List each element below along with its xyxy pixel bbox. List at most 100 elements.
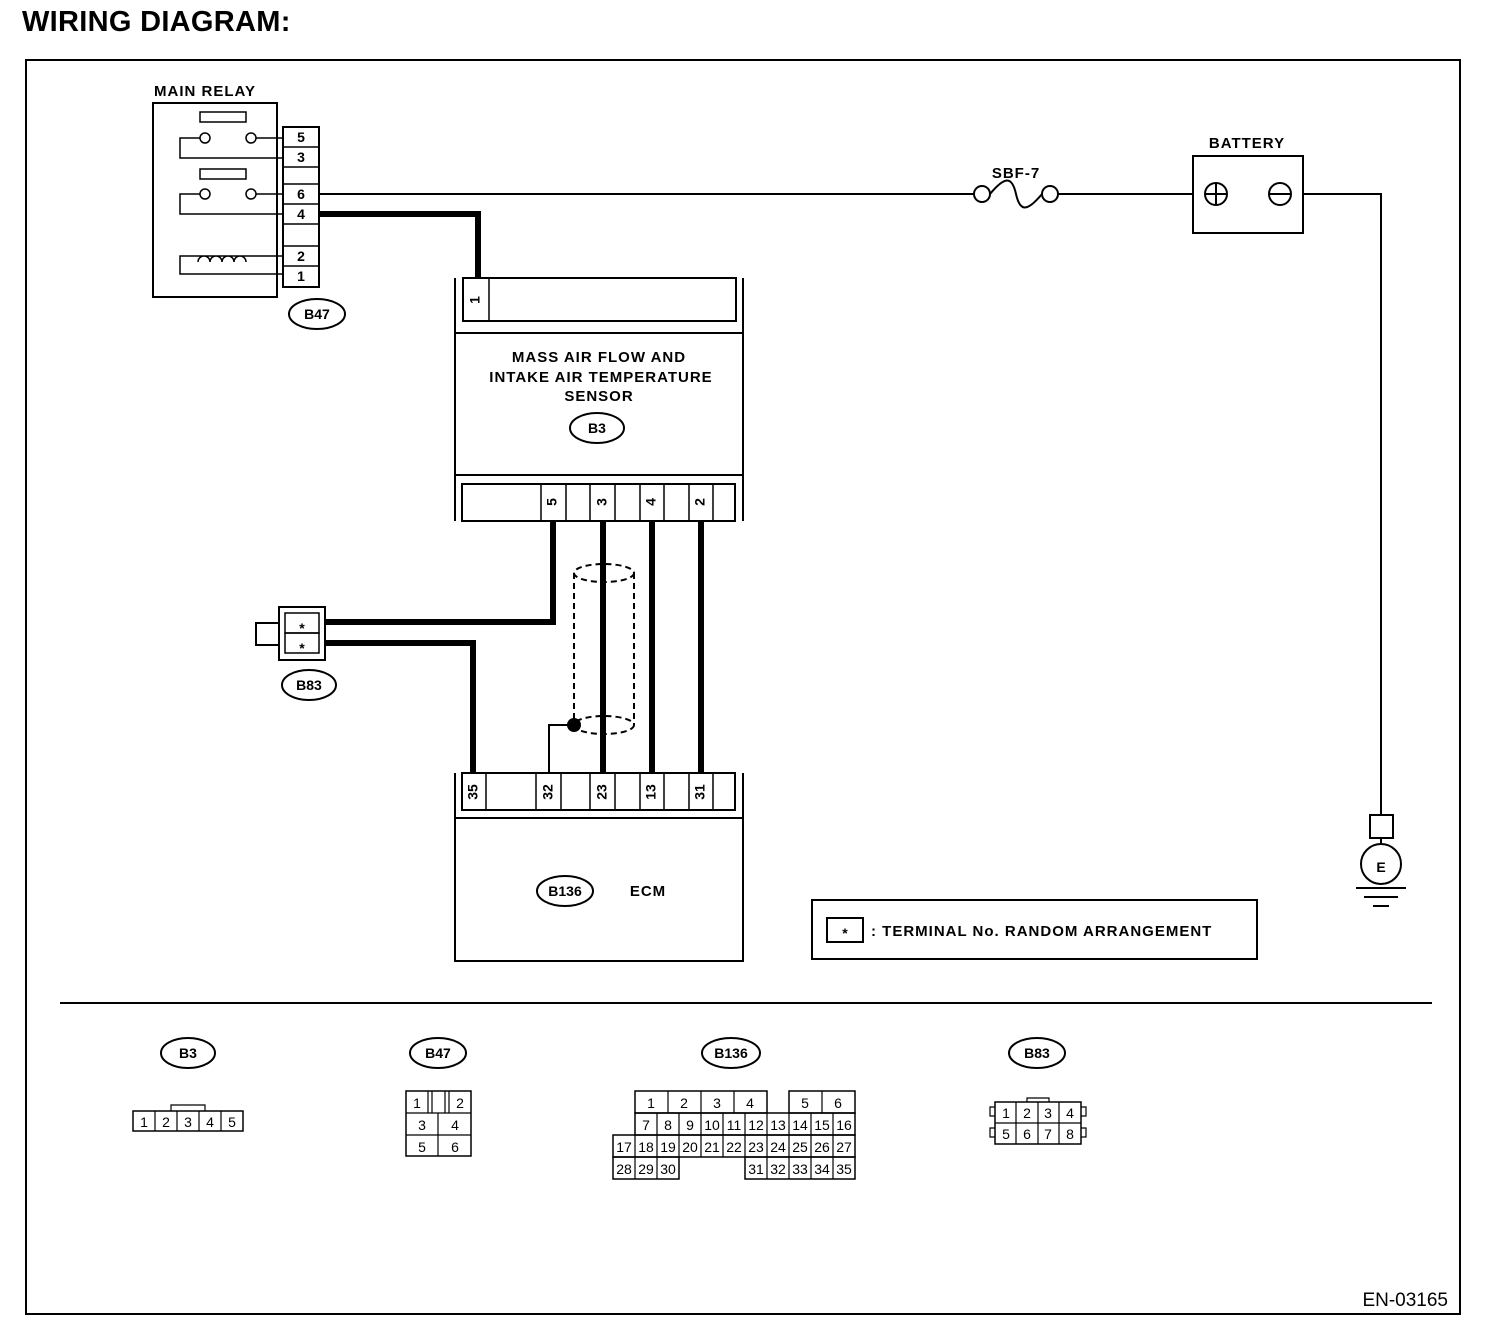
ecm-label: ECM <box>630 883 666 900</box>
connector-badge <box>409 1037 467 1069</box>
svg-text:B83: B83 <box>1024 1045 1050 1061</box>
main-relay-label: MAIN RELAY <box>154 83 256 100</box>
connector-badge <box>288 298 346 330</box>
svg-text:34: 34 <box>814 1161 830 1177</box>
svg-text:10: 10 <box>704 1117 720 1133</box>
svg-text:*: * <box>842 925 848 941</box>
svg-text:21: 21 <box>704 1139 720 1155</box>
svg-text:5: 5 <box>801 1095 809 1111</box>
svg-text:22: 22 <box>726 1139 742 1155</box>
svg-text:35: 35 <box>465 784 481 800</box>
svg-text:2: 2 <box>162 1114 170 1130</box>
svg-text:30: 30 <box>660 1161 676 1177</box>
svg-text:1: 1 <box>140 1114 148 1130</box>
svg-text:*: * <box>299 620 305 636</box>
svg-text:4: 4 <box>643 498 659 506</box>
connector-view-b136: B136 1 2 3 4 5 6 7 8 9 10 11 12 13 14 15… <box>612 1037 856 1180</box>
battery-body <box>1192 155 1304 234</box>
connector-view-b83: B83 1 2 3 4 5 6 7 8 <box>989 1037 1087 1145</box>
svg-text:4: 4 <box>451 1117 459 1133</box>
svg-text:33: 33 <box>792 1161 808 1177</box>
svg-text:B3: B3 <box>588 420 606 436</box>
b83-connector: * * B83 <box>255 606 337 701</box>
svg-text:5: 5 <box>418 1139 426 1155</box>
connector-badge <box>569 412 625 444</box>
svg-text:24: 24 <box>770 1139 786 1155</box>
svg-text:4: 4 <box>746 1095 754 1111</box>
reference-code: EN-03165 <box>1362 1290 1448 1311</box>
svg-text:2: 2 <box>297 248 305 264</box>
svg-text:7: 7 <box>1044 1126 1052 1142</box>
svg-text:2: 2 <box>1023 1105 1031 1121</box>
svg-text:2: 2 <box>456 1095 464 1111</box>
connector-badge <box>281 669 337 701</box>
svg-text:BATTERY: BATTERY <box>1209 135 1285 152</box>
svg-text:3: 3 <box>418 1117 426 1133</box>
svg-text:17: 17 <box>616 1139 632 1155</box>
svg-text:13: 13 <box>770 1117 786 1133</box>
connector-view-b3: B3 1 2 3 4 5 <box>132 1037 244 1132</box>
svg-text:3: 3 <box>297 149 305 165</box>
battery: BATTERY <box>1192 135 1304 234</box>
svg-text:2: 2 <box>680 1095 688 1111</box>
svg-text:6: 6 <box>834 1095 842 1111</box>
svg-text:9: 9 <box>686 1117 694 1133</box>
svg-text:23: 23 <box>748 1139 764 1155</box>
main-relay-body <box>152 102 278 298</box>
svg-text:INTAKE AIR TEMPERATURE: INTAKE AIR TEMPERATURE <box>489 369 712 386</box>
svg-text:6: 6 <box>1023 1126 1031 1142</box>
maf-sensor-body <box>454 332 744 476</box>
svg-text:3: 3 <box>1044 1105 1052 1121</box>
ground-icon <box>1360 843 1402 885</box>
svg-text:32: 32 <box>770 1161 786 1177</box>
maf-sensor: 1 MASS AIR FLOW AND INTAKE AIR TEMPERATU… <box>454 277 744 522</box>
svg-text:5: 5 <box>1002 1126 1010 1142</box>
svg-text:: TERMINAL No. RANDOM ARRANGEM: : TERMINAL No. RANDOM ARRANGEMENT <box>871 923 1212 940</box>
svg-text:5: 5 <box>297 129 305 145</box>
svg-text:6: 6 <box>451 1139 459 1155</box>
svg-text:19: 19 <box>660 1139 676 1155</box>
svg-text:32: 32 <box>540 784 556 800</box>
svg-text:11: 11 <box>727 1117 742 1133</box>
svg-text:1: 1 <box>647 1095 655 1111</box>
svg-text:8: 8 <box>1066 1126 1074 1142</box>
svg-text:18: 18 <box>638 1139 654 1155</box>
svg-text:15: 15 <box>814 1117 830 1133</box>
svg-text:B136: B136 <box>714 1045 748 1061</box>
svg-text:SENSOR: SENSOR <box>564 388 633 405</box>
wire-shield <box>573 563 635 735</box>
svg-text:29: 29 <box>638 1161 654 1177</box>
svg-text:B3: B3 <box>179 1045 197 1061</box>
wires <box>319 193 1382 815</box>
svg-text:B136: B136 <box>548 883 582 899</box>
svg-text:26: 26 <box>814 1139 830 1155</box>
svg-text:14: 14 <box>792 1117 808 1133</box>
svg-text:2: 2 <box>692 498 708 506</box>
svg-text:23: 23 <box>594 784 610 800</box>
svg-text:4: 4 <box>206 1114 214 1130</box>
svg-text:28: 28 <box>616 1161 632 1177</box>
svg-text:12: 12 <box>748 1117 764 1133</box>
connector-badge <box>160 1037 216 1069</box>
fuse: SBF-7 <box>973 165 1059 209</box>
svg-text:1: 1 <box>1002 1105 1010 1121</box>
page-title: WIRING DIAGRAM: <box>22 6 291 38</box>
connector-badge <box>1008 1037 1066 1069</box>
svg-text:E: E <box>1376 859 1385 875</box>
svg-text:25: 25 <box>792 1139 808 1155</box>
svg-text:4: 4 <box>1066 1105 1074 1121</box>
svg-text:3: 3 <box>594 498 610 506</box>
legend: * : TERMINAL No. RANDOM ARRANGEMENT <box>811 899 1258 960</box>
main-relay: MAIN RELAY 5 3 6 4 2 1 B47 <box>152 83 346 330</box>
connector-badge <box>701 1037 761 1069</box>
svg-text:B47: B47 <box>425 1045 451 1061</box>
ecm: 35 32 23 13 31 B136 ECM <box>454 772 744 962</box>
svg-text:1: 1 <box>297 268 305 284</box>
svg-text:3: 3 <box>184 1114 192 1130</box>
relay-coil-icon <box>179 255 283 275</box>
ground: E <box>1356 814 1406 907</box>
ecm-body <box>454 817 744 962</box>
svg-text:31: 31 <box>692 784 708 800</box>
svg-text:35: 35 <box>836 1161 852 1177</box>
